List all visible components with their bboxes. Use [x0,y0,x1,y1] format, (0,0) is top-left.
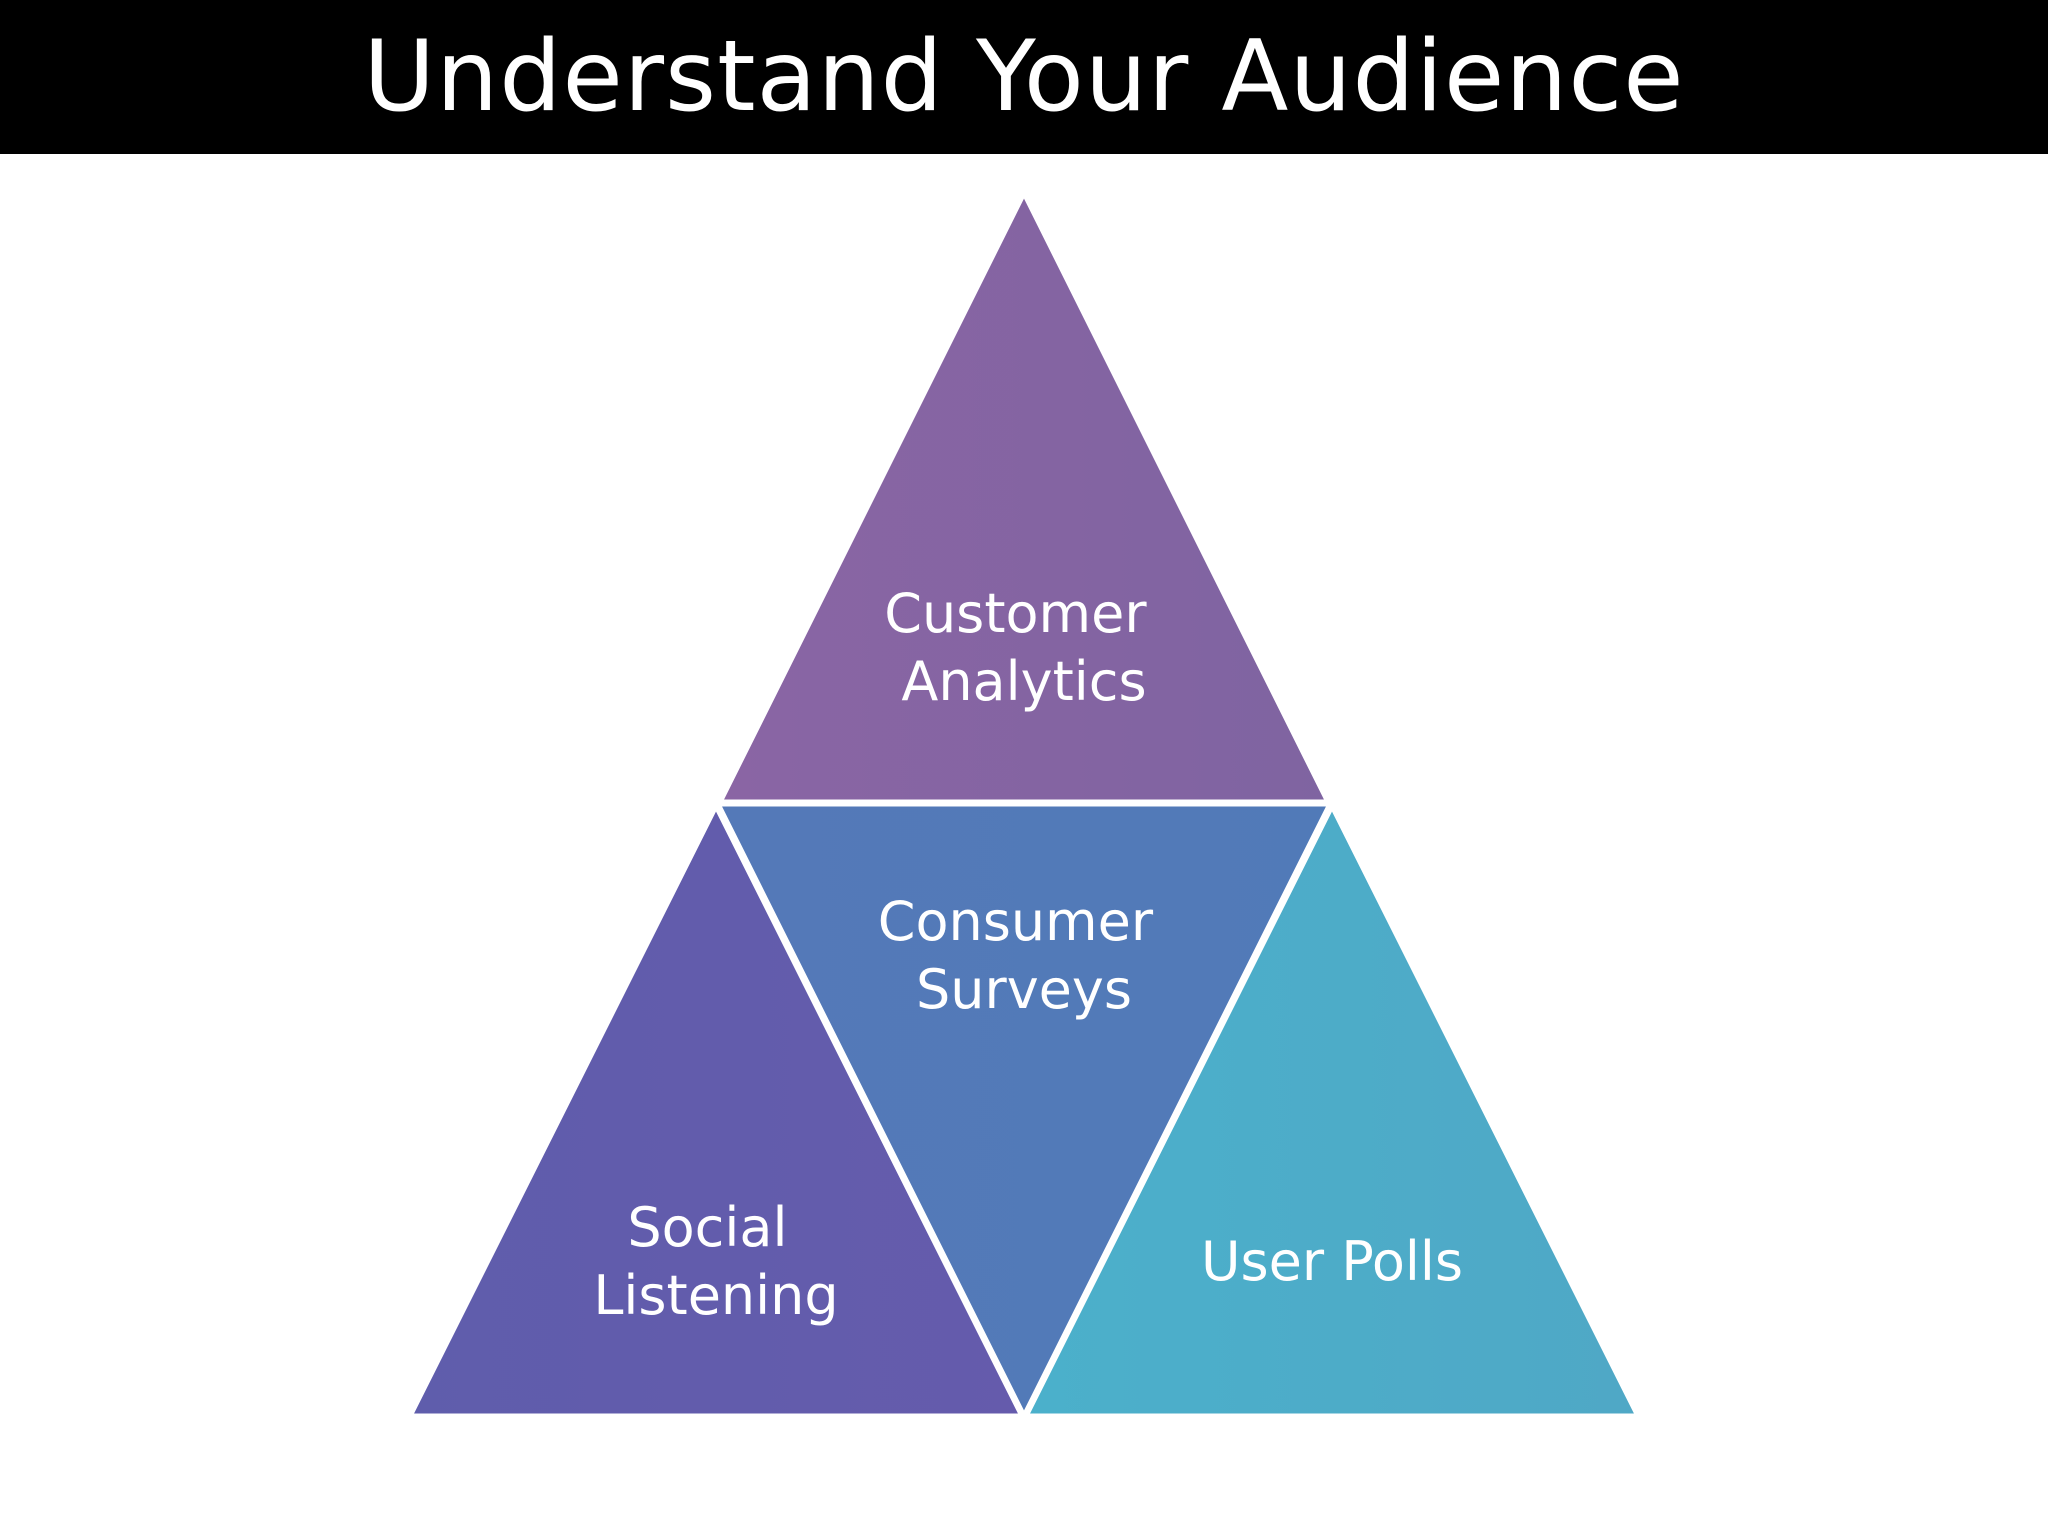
label-right: User Polls [1201,1230,1463,1293]
label-left-line2: Listening [593,1264,838,1327]
label-middle-line1: Consumer [878,890,1154,953]
title-bar: Understand Your Audience [0,0,2048,154]
label-middle-line2: Surveys [916,958,1132,1021]
label-middle: Consumer Surveys [878,890,1171,1021]
label-left-line1: Social [627,1196,787,1259]
triangle-left [407,803,1025,1419]
label-top-line2: Analytics [901,650,1146,713]
label-left: Social Listening [593,1196,838,1327]
label-top-line1: Customer [884,582,1147,645]
label-right-line1: User Polls [1201,1230,1463,1293]
label-top: Customer Analytics [884,582,1163,713]
triangle-right [1023,803,1641,1419]
slide-title: Understand Your Audience [363,20,1685,134]
